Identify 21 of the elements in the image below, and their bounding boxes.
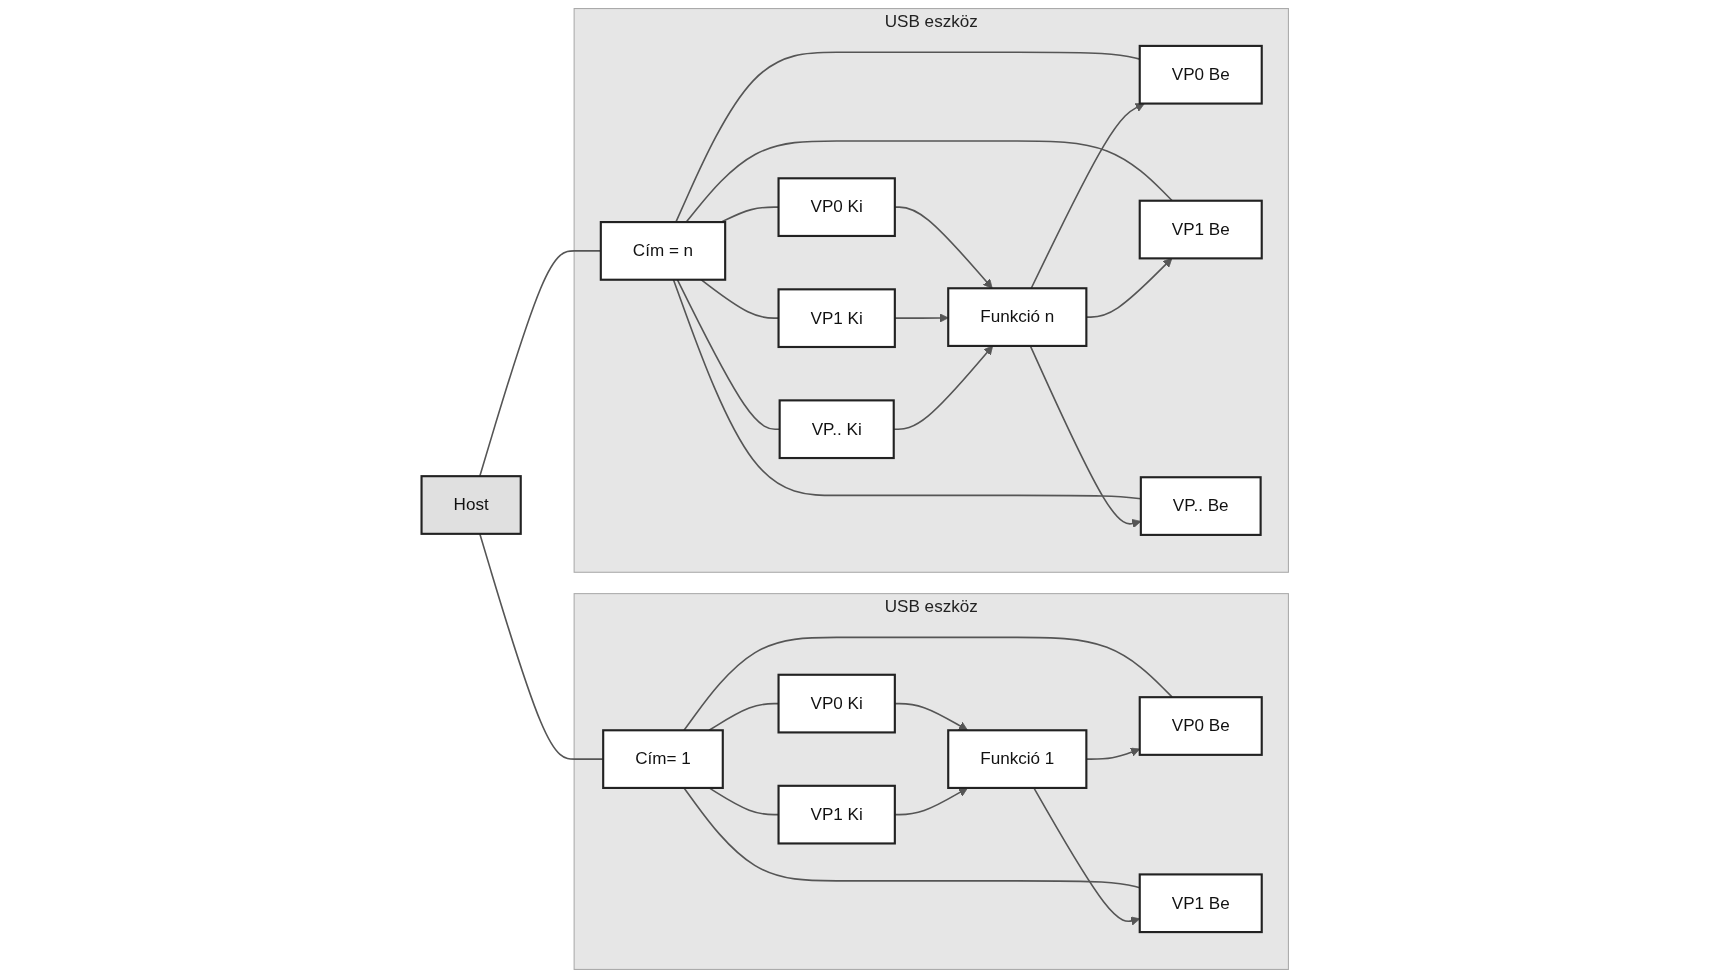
node-box: Cím= 1 xyxy=(601,729,724,789)
node-box: Host xyxy=(420,475,522,535)
arrow xyxy=(1029,345,1141,529)
node-box: VP0 Ki xyxy=(777,177,896,237)
node-box: VP0 Ki xyxy=(777,673,896,734)
node-box: VP.. Ki xyxy=(778,399,895,460)
node-box: VP0 Be xyxy=(1138,696,1263,756)
node-box: VP1 Be xyxy=(1138,873,1263,934)
arrow xyxy=(1085,747,1140,760)
connector xyxy=(685,140,1173,223)
node-box: VP1 Ki xyxy=(777,288,896,349)
node-box: Funkció n xyxy=(946,287,1087,347)
node-box: VP0 Be xyxy=(1138,44,1263,105)
node-box: VP1 Be xyxy=(1138,199,1263,260)
arrow xyxy=(1032,787,1140,926)
connector xyxy=(682,636,1173,732)
connector xyxy=(720,206,779,223)
node-box: Cím = n xyxy=(599,221,726,281)
node-box: VP.. Be xyxy=(1139,476,1262,536)
node-box: VP1 Ki xyxy=(777,784,896,845)
node-box: Funkció 1 xyxy=(946,729,1087,789)
